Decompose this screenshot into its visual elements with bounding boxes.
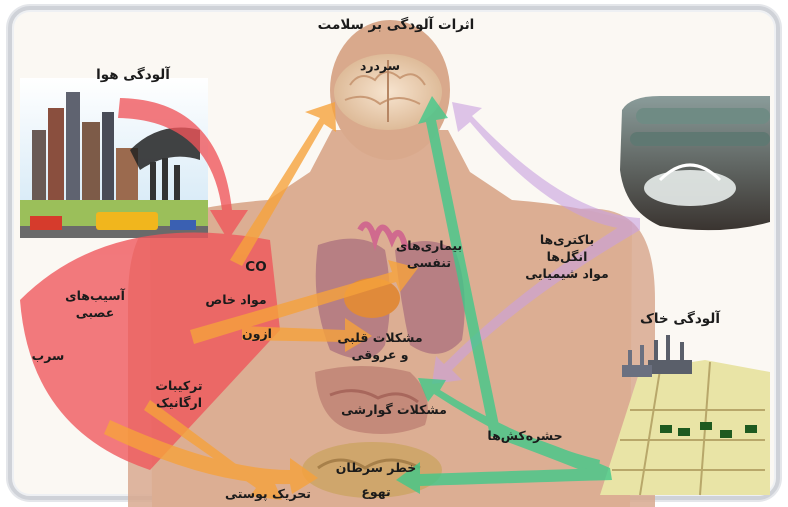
co-label: CO	[236, 258, 276, 276]
organic-compounds-label: ترکیبات ارگانیک	[134, 378, 224, 412]
lead-label: سرب	[28, 348, 68, 365]
digestive-label: مشکلات گوارشی	[334, 402, 454, 419]
nerve-label-line1: آسیب‌های	[50, 288, 140, 305]
heart-label-line1: مشکلات قلبی	[330, 330, 430, 347]
cancer-label: خطر سرطان	[326, 460, 426, 477]
diagram-title: اثرات آلودگی بر سلامت	[308, 16, 484, 34]
air-pollution-label: آلودگی هوا	[88, 66, 178, 84]
heart-label: مشکلات قلبی و عروقی	[330, 330, 430, 364]
nausea-label: تهوع	[346, 484, 406, 501]
air-pollution-city-image	[20, 78, 208, 238]
ozone-label: ازون	[232, 326, 282, 343]
bacteria-label: باکتری‌ها	[512, 232, 622, 249]
water-pollution-image	[620, 96, 770, 230]
water-items-label: باکتری‌ها انگل‌ها مواد شیمیایی	[512, 232, 622, 283]
nerve-damage-label: آسیب‌های عصبی	[50, 288, 140, 322]
organic-label-line1: ترکیبات	[134, 378, 224, 395]
organic-label-line2: ارگانیک	[134, 395, 224, 412]
soil-pollution-label: آلودگی خاک	[630, 310, 730, 328]
headache-label: سردرد	[340, 58, 420, 75]
parasites-label: انگل‌ها	[512, 249, 622, 266]
respiratory-label: بیماری‌های تنفسی	[384, 238, 474, 272]
heart-label-line2: و عروقی	[330, 347, 430, 364]
particulate-label: مواد خاص	[196, 292, 276, 309]
nerve-label-line2: عصبی	[50, 305, 140, 322]
respiratory-label-line2: تنفسی	[384, 255, 474, 272]
skin-irritation-label: تحریک پوستی	[218, 486, 318, 503]
respiratory-label-line1: بیماری‌های	[384, 238, 474, 255]
chemicals-label: مواد شیمیایی	[512, 266, 622, 283]
pesticides-label: حشره‌کش‌ها	[480, 428, 570, 445]
